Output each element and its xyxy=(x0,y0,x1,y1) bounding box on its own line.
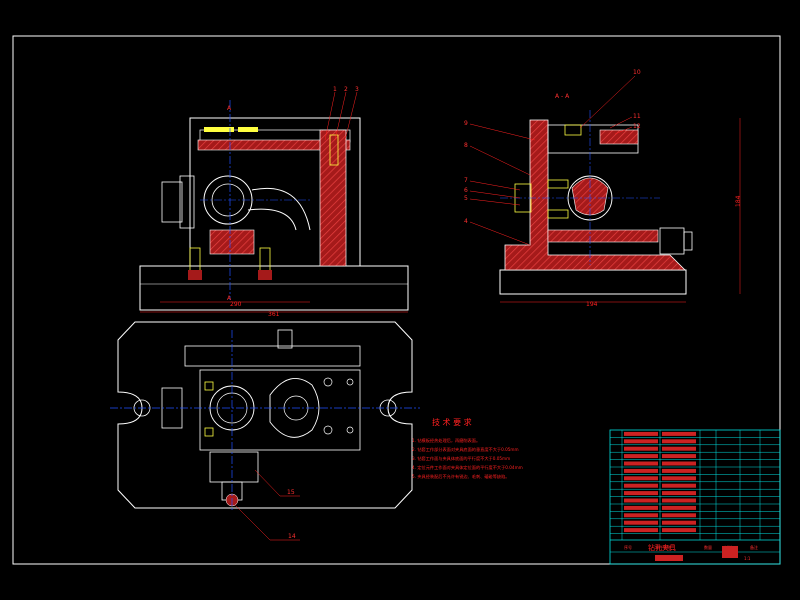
drawing-scale: 1:1 xyxy=(744,556,751,561)
front-view[interactable]: A A 1 2 3 290 361 xyxy=(139,86,409,318)
table-cell-redacted xyxy=(624,520,658,525)
table-cell-redacted xyxy=(624,498,658,503)
plan-base-outline xyxy=(117,321,413,509)
table-cell-redacted xyxy=(662,505,696,510)
table-cell-redacted xyxy=(662,461,696,466)
table-cell-redacted xyxy=(624,454,658,459)
dim-front-inner: 290 xyxy=(230,301,242,308)
balloon-5: 5 xyxy=(464,195,468,202)
drawing-border xyxy=(12,35,781,565)
table-cell-redacted xyxy=(624,491,658,496)
balloon-4: 4 xyxy=(464,218,468,225)
tech-req-item-2: 2. 钻套工作部分表面对夹具底面的垂直度不大于0.05mm xyxy=(412,446,519,453)
balloon-1: 1 xyxy=(333,86,337,93)
tech-req-item-3: 3. 钻套工作面与夹具体底面的平行度不大于0.05mm xyxy=(412,455,510,462)
plan-view[interactable]: 15 14 xyxy=(110,321,420,541)
table-cell-redacted xyxy=(624,483,658,488)
table-cell-redacted xyxy=(624,431,658,436)
tbl-col-no: 序号 xyxy=(624,544,632,550)
front-body-frame xyxy=(189,117,361,266)
tbl-col-qty: 数量 xyxy=(704,544,712,550)
front-drill-plate xyxy=(197,139,351,151)
balloon-10: 10 xyxy=(633,69,641,76)
balloon-9: 9 xyxy=(464,120,468,127)
table-cell-redacted xyxy=(624,505,658,510)
tbl-col-name: 零件名称 xyxy=(655,544,671,550)
section-marker-a-bottom: A xyxy=(227,295,232,302)
table-cell-redacted xyxy=(662,446,696,451)
table-cell-redacted xyxy=(624,476,658,481)
balloon-8: 8 xyxy=(464,142,468,149)
tech-req-item-1: 1. 钻模板经热处理后，再磨削表面。 xyxy=(412,437,480,444)
table-cell-redacted xyxy=(624,446,658,451)
front-locating-block xyxy=(209,229,255,255)
balloon-11: 11 xyxy=(633,113,641,120)
table-cell-redacted xyxy=(662,468,696,473)
tech-req-item-5: 5. 夹具经装配后不允许有锐边、毛刺、磕碰等缺陷。 xyxy=(412,473,509,480)
technical-requirements: 技 术 要 求 1. 钻模板经热处理后，再磨削表面。 2. 钻套工作部分表面对夹… xyxy=(412,417,523,480)
parts-list-table: 序号 零件名称 数量 材料 备注 钻孔夹具 1:1 xyxy=(609,429,781,565)
dim-section-height: 184 xyxy=(735,195,742,207)
table-cell-redacted xyxy=(662,483,696,488)
tbl-col-note: 备注 xyxy=(750,544,758,550)
front-base-plate xyxy=(139,265,409,311)
balloon-2: 2 xyxy=(344,86,348,93)
table-cell-redacted xyxy=(624,468,658,473)
table-cell-redacted xyxy=(662,520,696,525)
balloon-15: 15 xyxy=(287,489,295,496)
balloon-6: 6 xyxy=(464,187,468,194)
tech-req-title: 技 术 要 求 xyxy=(432,417,472,427)
table-cell-redacted xyxy=(624,461,658,466)
table-cell-redacted xyxy=(624,528,658,533)
table-cell-redacted xyxy=(662,498,696,503)
front-right-column xyxy=(319,129,347,267)
table-cell-redacted xyxy=(624,513,658,518)
table-cell-redacted xyxy=(662,439,696,444)
table-cell-redacted xyxy=(662,476,696,481)
dim-front-overall: 361 xyxy=(268,311,280,318)
plan-flange xyxy=(269,377,320,438)
section-body-hatched xyxy=(504,119,686,271)
section-marker-a-top: A xyxy=(227,105,232,112)
table-cell-redacted xyxy=(662,454,696,459)
table-cell-redacted xyxy=(624,439,658,444)
balloon-3: 3 xyxy=(355,86,359,93)
drawing-name: 钻孔夹具 xyxy=(648,543,676,552)
table-cell-redacted xyxy=(662,513,696,518)
section-title: A - A xyxy=(555,93,570,100)
table-cell-redacted xyxy=(662,528,696,533)
table-cell-redacted xyxy=(662,431,696,436)
table-cell-redacted xyxy=(662,491,696,496)
tech-req-item-4: 4. 定位元件工作面对夹具体定位面的平行度不大于0.04mm xyxy=(412,464,523,471)
balloon-12: 12 xyxy=(633,123,641,130)
balloon-14: 14 xyxy=(288,533,296,540)
section-aa-view[interactable]: A - A 10 11 12 9 8 7 xyxy=(464,69,742,308)
dim-section-width: 194 xyxy=(586,301,598,308)
balloon-7: 7 xyxy=(464,177,468,184)
